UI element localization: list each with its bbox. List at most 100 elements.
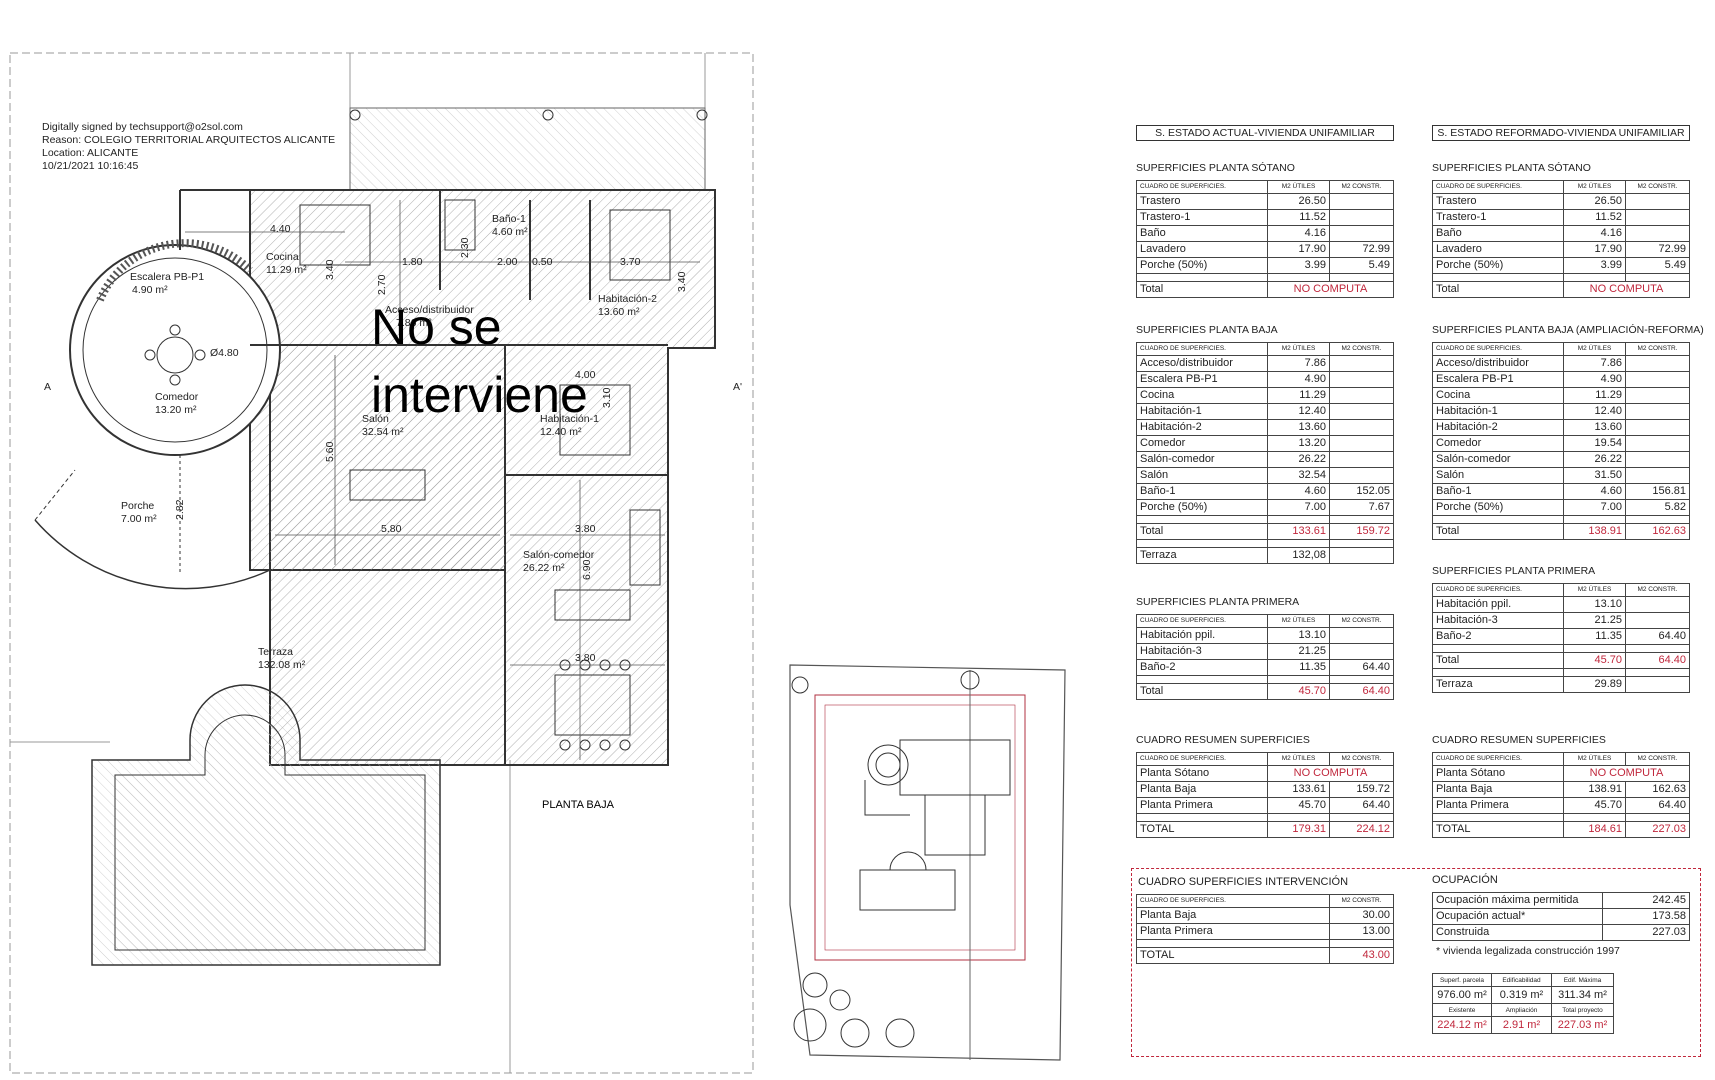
table-cell: M2 CONSTR. xyxy=(1625,583,1690,597)
table-cell: 311.34 m² xyxy=(1551,986,1614,1004)
table-cell: Escalera PB-P1 xyxy=(1432,371,1564,388)
table-cell: 12.40 xyxy=(1267,403,1330,420)
table-cell: Habitación-3 xyxy=(1136,643,1268,660)
table-cell: Salón xyxy=(1432,467,1564,484)
table-cell: M2 ÚTILES xyxy=(1267,342,1330,356)
table-cell: 224.12 m² xyxy=(1432,1016,1492,1034)
table-cell: Acceso/distribuidor xyxy=(1432,355,1564,372)
table-cell: 13.10 xyxy=(1267,627,1330,644)
round-dining-room xyxy=(69,244,281,456)
table-cell: 13.60 xyxy=(1563,419,1626,436)
dim-340a: 3.40 xyxy=(324,259,336,280)
table-cell: 11.52 xyxy=(1267,209,1330,226)
table-cell: 64.40 xyxy=(1329,797,1394,814)
signature-line-3: Location: ALICANTE xyxy=(42,147,138,159)
table-cell xyxy=(1625,403,1690,420)
table-cell: Baño xyxy=(1136,225,1268,242)
table-cell: Trastero xyxy=(1432,193,1564,210)
room-terraza-area: 132.08 m² xyxy=(258,659,306,671)
table-cell: Escalera PB-P1 xyxy=(1136,371,1268,388)
table-cell xyxy=(1329,547,1394,564)
table-cell xyxy=(1625,813,1690,822)
room-escalera: Escalera PB-P1 xyxy=(130,271,204,283)
table-cell xyxy=(1432,515,1564,524)
table-cell: Comedor xyxy=(1136,435,1268,452)
table-cell: M2 ÚTILES xyxy=(1563,180,1626,194)
table-cell xyxy=(1136,539,1268,548)
room-hab2-area: 13.60 m² xyxy=(598,306,640,318)
room-salon-area: 32.54 m² xyxy=(362,426,404,438)
table-cell xyxy=(1625,371,1690,388)
table-cell xyxy=(1625,209,1690,226)
table-cell: 31.50 xyxy=(1563,467,1626,484)
right-ocupacion-title: OCUPACIÓN xyxy=(1432,874,1498,886)
table-cell: 11.29 xyxy=(1267,387,1330,404)
table-cell: Lavadero xyxy=(1136,241,1268,258)
table-cell: CUADRO DE SUPERFICIES. xyxy=(1136,752,1268,766)
table-cell: M2 CONSTR. xyxy=(1329,894,1394,908)
table-cell: Habitación-1 xyxy=(1136,403,1268,420)
table-cell xyxy=(1329,643,1394,660)
table-cell: Total xyxy=(1136,523,1268,540)
table-cell xyxy=(1329,451,1394,468)
table-cell: Total xyxy=(1432,523,1564,540)
table-cell: 13.10 xyxy=(1563,596,1626,613)
dim-380b: 3.80 xyxy=(575,652,596,664)
table-cell xyxy=(1329,403,1394,420)
site-plan xyxy=(789,664,1066,1061)
table-cell: 72.99 xyxy=(1625,241,1690,258)
table-cell xyxy=(1625,515,1690,524)
table-cell: Superf. parcela xyxy=(1432,973,1492,987)
table-cell: M2 CONSTR. xyxy=(1329,342,1394,356)
table-row xyxy=(1136,675,1394,684)
room-cocina-area: 11.29 m² xyxy=(266,264,307,276)
table-cell: 7.00 xyxy=(1267,499,1330,516)
table-cell: M2 CONSTR. xyxy=(1329,614,1394,628)
dim-400: 4.00 xyxy=(575,369,596,381)
right-sotano-title: SUPERFICIES PLANTA SÓTANO xyxy=(1432,162,1591,174)
table-cell: Planta Primera xyxy=(1136,797,1268,814)
table-cell: Salón-comedor xyxy=(1136,451,1268,468)
section-mark-left: A xyxy=(44,381,51,393)
table-cell xyxy=(1563,273,1626,282)
table-cell: Planta Baja xyxy=(1432,781,1564,798)
table-cell: 7.86 xyxy=(1267,355,1330,372)
table-cell: Total xyxy=(1136,281,1268,298)
table-cell: Edif. Máxima xyxy=(1551,973,1614,987)
table-cell: 2.91 m² xyxy=(1491,1016,1552,1034)
ocupacion-note: * vivienda legalizada construcción 1997 xyxy=(1436,945,1620,957)
table-cell: Total proyecto xyxy=(1551,1003,1614,1017)
table-cell: Porche (50%) xyxy=(1136,257,1268,274)
table-cell: 13.20 xyxy=(1267,435,1330,452)
table-row xyxy=(1432,515,1690,524)
table-cell: 184.61 xyxy=(1563,821,1626,838)
table-cell: 21.25 xyxy=(1563,612,1626,629)
table-cell: 13.60 xyxy=(1267,419,1330,436)
table-cell: 3.99 xyxy=(1563,257,1626,274)
dim-270: 2.70 xyxy=(376,274,388,295)
table-cell: 5.82 xyxy=(1625,499,1690,516)
left-primera-title: SUPERFICIES PLANTA PRIMERA xyxy=(1136,596,1300,608)
left-intervencion-table: CUADRO DE SUPERFICIES.M2 CONSTR. Planta … xyxy=(1136,894,1394,964)
